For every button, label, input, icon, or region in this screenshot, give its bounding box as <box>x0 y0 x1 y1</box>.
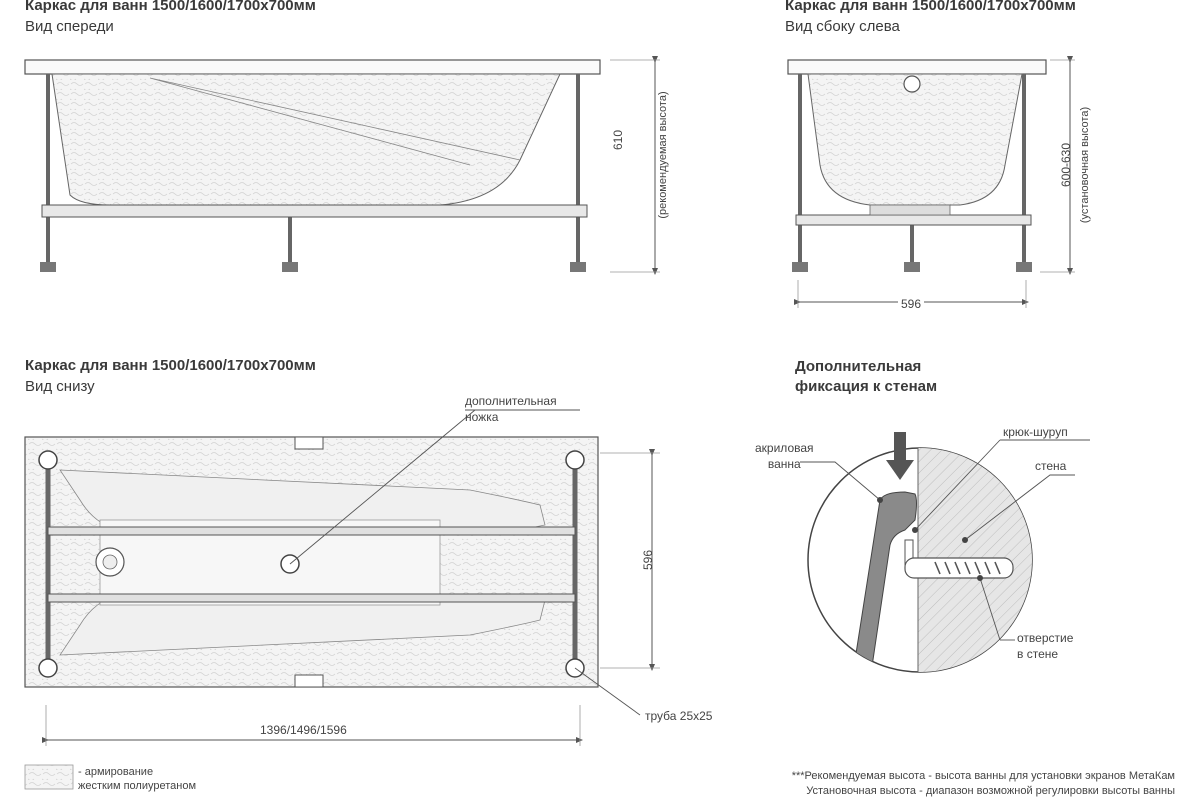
front-view-title: Каркас для ванн 1500/1600/1700х700мм <box>25 0 316 14</box>
front-height-note: (рекомендуемая высота) <box>657 91 669 219</box>
bottom-view-title: Каркас для ванн 1500/1600/1700х700мм <box>25 357 316 374</box>
fixation-title: Дополнительная фиксация к стенам <box>795 358 938 395</box>
footnote-installation: Установочная высота - диапазон возможной… <box>806 785 1175 797</box>
front-foot-left <box>40 262 56 272</box>
side-frame-bar <box>795 214 1032 226</box>
pipe-leader <box>574 667 641 716</box>
front-rim <box>24 59 601 75</box>
frame-crossbar-bottom <box>47 593 576 603</box>
front-view-drawing <box>24 56 660 275</box>
bottom-width-dim-label: 596 <box>641 549 655 571</box>
leg-icon <box>38 450 58 470</box>
side-tub-body <box>807 73 1023 206</box>
down-arrow-icon <box>886 460 914 480</box>
side-height-dim-label: 600-630 <box>1059 142 1073 188</box>
front-foot-right <box>570 262 586 272</box>
wall-hole-label: отверстие в стене <box>1017 631 1074 661</box>
side-view-title: Каркас для ванн 1500/1600/1700х700мм <box>785 0 1076 14</box>
pipe-label: труба 25х25 <box>645 709 713 723</box>
wall-fixation-detail <box>800 432 1090 673</box>
side-width-dim-label: 596 <box>898 296 925 312</box>
bottom-view-drawing <box>24 409 660 746</box>
reinforcement-legend-label: - армирование жестким полиуретаном <box>78 766 197 792</box>
drain-fitting-icon <box>869 204 951 216</box>
side-view-drawing <box>787 56 1075 308</box>
wall-label: стена <box>1035 459 1067 473</box>
frame-crossbar-top <box>47 526 576 536</box>
acrylic-tub-edge <box>854 491 917 672</box>
bottom-length-dim-label: 1396/1496/1596 <box>260 723 347 737</box>
front-foot-middle <box>282 262 298 272</box>
reinforcement-swatch <box>24 764 74 790</box>
acrylic-tub-label: акриловая ванна <box>755 441 814 471</box>
front-height-dim-label: 610 <box>611 129 625 151</box>
footnote-recommended: ***Рекомендуемая высота - высота ванны д… <box>791 770 1175 782</box>
side-height-note: (установочная высота) <box>1079 106 1091 224</box>
hook-screw-label: крюк-шуруп <box>1003 425 1068 439</box>
extra-leg-label: дополнительная ножка <box>465 394 557 424</box>
leg-icon <box>565 450 585 470</box>
leg-icon <box>38 658 58 678</box>
side-rim <box>787 59 1047 75</box>
front-view-subtitle: Вид спереди <box>25 18 114 35</box>
overflow-hole-icon <box>903 75 921 93</box>
side-view-subtitle: Вид сбоку слева <box>785 18 900 35</box>
front-tub-body <box>51 73 561 206</box>
front-frame-bar <box>41 204 588 218</box>
extra-leg-leader <box>289 409 476 565</box>
bottom-view-subtitle: Вид снизу <box>25 378 95 395</box>
